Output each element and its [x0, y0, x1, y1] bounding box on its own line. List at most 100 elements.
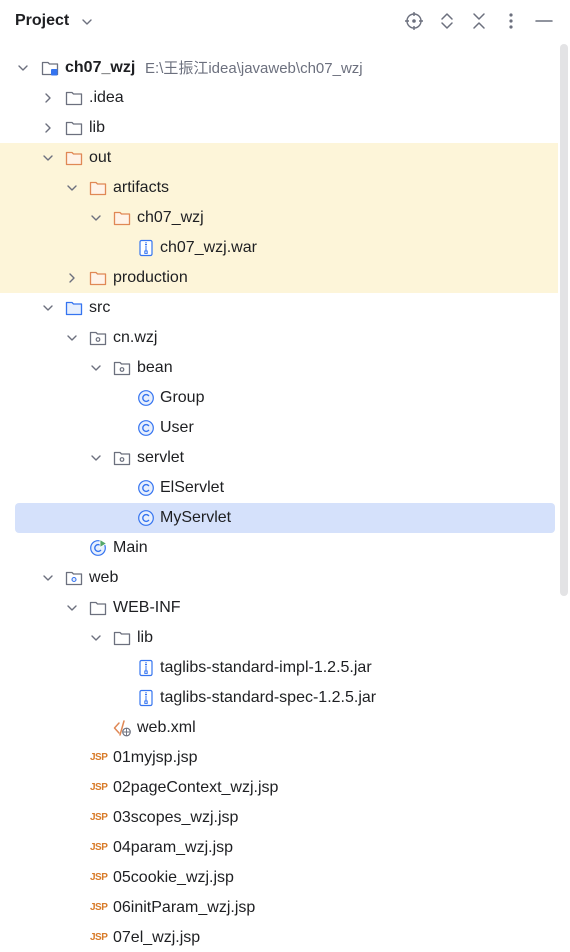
tree-label: ch07_wzj — [65, 59, 136, 76]
tree-label: 04param_wzj.jsp — [113, 839, 234, 856]
chevron-down-icon[interactable] — [65, 601, 79, 615]
excluded-folder-icon — [113, 209, 131, 227]
select-opened-file-button[interactable] — [403, 10, 425, 32]
chevron-right-icon[interactable] — [41, 91, 55, 105]
tree-label: .idea — [89, 89, 124, 106]
tree-label: cn.wzj — [113, 329, 158, 346]
tree-row-jsp-03[interactable]: JSP 03scopes_wzj.jsp — [0, 803, 558, 833]
chevron-down-icon[interactable] — [80, 15, 94, 29]
folder-icon — [113, 629, 131, 647]
tree-row-class-myservlet-selected[interactable]: MyServlet — [15, 503, 555, 533]
class-icon — [137, 509, 155, 527]
tree-label: bean — [137, 359, 173, 376]
tree-row-web-xml[interactable]: web.xml — [0, 713, 558, 743]
tree-row-jar-impl[interactable]: taglibs-standard-impl-1.2.5.jar — [0, 653, 558, 683]
tree-row-out[interactable]: out — [0, 143, 558, 173]
jsp-file-icon: JSP — [90, 842, 108, 853]
tree-label: 05cookie_wzj.jsp — [113, 869, 234, 886]
tree-row-class-main[interactable]: Main — [0, 533, 558, 563]
scrollbar-thumb[interactable] — [560, 44, 568, 596]
tree-row-artifact-ch07-wzj[interactable]: ch07_wzj — [0, 203, 558, 233]
tree-row-lib[interactable]: lib — [0, 113, 558, 143]
tree-label: src — [89, 299, 111, 316]
tree-row-root-module[interactable]: ch07_wzj E:\王振江idea\javaweb\ch07_wzj — [0, 53, 558, 83]
jsp-file-icon: JSP — [90, 782, 108, 793]
chevron-down-icon[interactable] — [89, 361, 103, 375]
class-icon — [137, 479, 155, 497]
options-menu-button[interactable] — [500, 10, 522, 32]
tree-row-artifacts[interactable]: artifacts — [0, 173, 558, 203]
tree-label: ch07_wzj.war — [160, 239, 257, 256]
tree-row-src[interactable]: src — [0, 293, 558, 323]
tree-row-jsp-07[interactable]: JSP 07el_wzj.jsp — [0, 923, 558, 952]
jsp-file-icon: JSP — [90, 932, 108, 943]
tree-row-jsp-06[interactable]: JSP 06initParam_wzj.jsp — [0, 893, 558, 923]
chevron-down-icon[interactable] — [16, 61, 30, 75]
chevron-down-icon[interactable] — [65, 181, 79, 195]
web-folder-icon — [65, 569, 83, 587]
project-view-title[interactable]: Project — [15, 12, 70, 29]
package-icon — [89, 329, 107, 347]
tree-label: MyServlet — [160, 509, 232, 526]
chevron-down-icon[interactable] — [89, 211, 103, 225]
tree-row-jsp-05[interactable]: JSP 05cookie_wzj.jsp — [0, 863, 558, 893]
chevron-down-icon[interactable] — [41, 301, 55, 315]
class-icon — [137, 389, 155, 407]
tree-row-package-servlet[interactable]: servlet — [0, 443, 558, 473]
chevron-down-icon[interactable] — [41, 151, 55, 165]
tree-row-production[interactable]: production — [0, 263, 558, 293]
tree-row-idea[interactable]: .idea — [0, 83, 558, 113]
vertical-scrollbar[interactable] — [558, 44, 570, 952]
tree-row-jsp-01[interactable]: JSP 01myjsp.jsp — [0, 743, 558, 773]
package-icon — [113, 359, 131, 377]
project-tool-window-header: Project — [0, 0, 570, 44]
archive-icon — [137, 659, 155, 677]
chevron-right-icon[interactable] — [41, 121, 55, 135]
xml-file-icon — [113, 719, 131, 737]
minimize-icon — [535, 20, 553, 22]
tree-label: web.xml — [137, 719, 196, 736]
tree-label: lib — [137, 629, 154, 646]
hide-window-button[interactable] — [533, 10, 555, 32]
archive-icon — [137, 239, 155, 257]
tree-row-web[interactable]: web — [0, 563, 558, 593]
collapse-all-icon — [473, 13, 485, 29]
folder-icon — [89, 599, 107, 617]
tree-label: taglibs-standard-impl-1.2.5.jar — [160, 659, 372, 676]
tree-row-jar-spec[interactable]: taglibs-standard-spec-1.2.5.jar — [0, 683, 558, 713]
tree-row-class-group[interactable]: Group — [0, 383, 558, 413]
collapse-all-button[interactable] — [468, 10, 490, 32]
chevron-right-icon[interactable] — [65, 271, 79, 285]
tree-row-class-elservlet[interactable]: ElServlet — [0, 473, 558, 503]
crosshair-icon — [405, 12, 423, 30]
tree-row-package-cn-wzj[interactable]: cn.wzj — [0, 323, 558, 353]
tree-label: 02pageContext_wzj.jsp — [113, 779, 279, 796]
tree-label: 06initParam_wzj.jsp — [113, 899, 256, 916]
tree-row-jsp-02[interactable]: JSP 02pageContext_wzj.jsp — [0, 773, 558, 803]
tree-label: artifacts — [113, 179, 170, 196]
chevron-down-icon[interactable] — [41, 571, 55, 585]
excluded-folder-icon — [65, 149, 83, 167]
tree-label: taglibs-standard-spec-1.2.5.jar — [160, 689, 377, 706]
source-folder-icon — [65, 299, 83, 317]
tree-row-web-inf-lib[interactable]: lib — [0, 623, 558, 653]
runnable-class-icon — [89, 539, 107, 557]
tree-row-package-bean[interactable]: bean — [0, 353, 558, 383]
chevron-down-icon[interactable] — [89, 451, 103, 465]
tree-label: out — [89, 149, 112, 166]
tree-row-jsp-04[interactable]: JSP 04param_wzj.jsp — [0, 833, 558, 863]
jsp-file-icon: JSP — [90, 752, 108, 763]
expand-all-button[interactable] — [436, 10, 458, 32]
tree-row-class-user[interactable]: User — [0, 413, 558, 443]
tree-row-war-file[interactable]: ch07_wzj.war — [0, 233, 558, 263]
chevron-down-icon[interactable] — [65, 331, 79, 345]
module-icon — [41, 59, 59, 77]
more-vertical-icon — [509, 13, 513, 29]
chevron-down-icon[interactable] — [89, 631, 103, 645]
tree-label: servlet — [137, 449, 185, 466]
expand-all-icon — [441, 13, 453, 29]
tree-row-web-inf[interactable]: WEB-INF — [0, 593, 558, 623]
project-tree: ch07_wzj E:\王振江idea\javaweb\ch07_wzj .id… — [0, 53, 558, 952]
class-icon — [137, 419, 155, 437]
tree-label: 07el_wzj.jsp — [113, 929, 201, 946]
